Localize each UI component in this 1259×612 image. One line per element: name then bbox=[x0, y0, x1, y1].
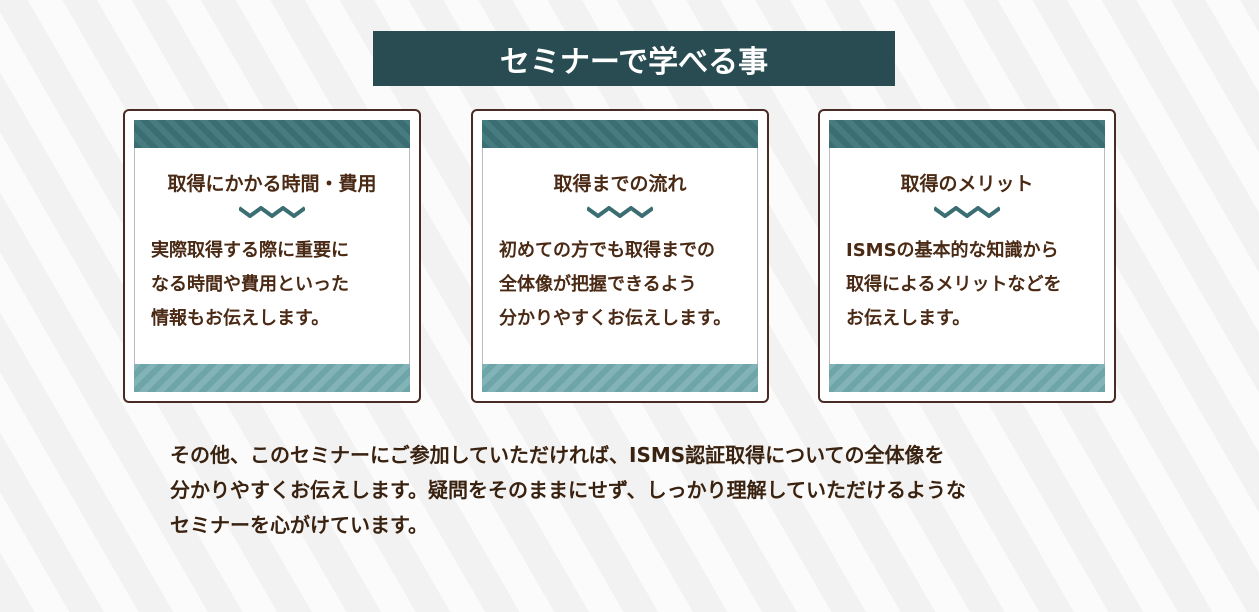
zigzag-ornament-icon bbox=[934, 206, 1000, 218]
card-merit: 取得のメリット ISMSの基本的な知識から 取得によるメリットなどを お伝えしま… bbox=[818, 109, 1116, 403]
card-heading: 取得のメリット bbox=[900, 173, 1034, 195]
pattern-band-top bbox=[134, 120, 410, 148]
zigzag-ornament-icon bbox=[587, 206, 653, 218]
card-flow: 取得までの流れ 初めての方でも取得までの 全体像が把握できるよう 分かりやすくお… bbox=[471, 109, 769, 403]
card-cost: 取得にかかる時間・費用 実際取得する際に重要に なる時間や費用といった 情報もお… bbox=[123, 109, 421, 403]
card-heading: 取得にかかる時間・費用 bbox=[167, 173, 377, 195]
card-body: ISMSの基本的な知識から 取得によるメリットなどを お伝えします。 bbox=[846, 240, 1062, 329]
card-heading: 取得までの流れ bbox=[553, 173, 687, 195]
section-title: セミナーで学べる事 bbox=[373, 31, 895, 86]
card-body: 初めての方でも取得までの 全体像が把握できるよう 分かりやすくお伝えします。 bbox=[499, 240, 732, 329]
pattern-band-bottom bbox=[829, 364, 1105, 392]
pattern-band-bottom bbox=[482, 364, 758, 392]
footer-text: その他、このセミナーにご参加していただければ、ISMS認証取得についての全体像を… bbox=[170, 443, 966, 537]
card-body: 実際取得する際に重要に なる時間や費用といった 情報もお伝えします。 bbox=[151, 240, 349, 329]
pattern-band-top bbox=[482, 120, 758, 148]
zigzag-ornament-icon bbox=[239, 206, 305, 218]
pattern-band-top bbox=[829, 120, 1105, 148]
pattern-band-bottom bbox=[134, 364, 410, 392]
